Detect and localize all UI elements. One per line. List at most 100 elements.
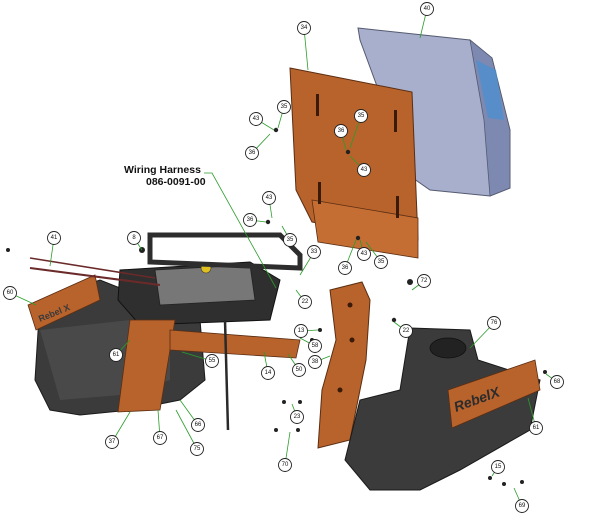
part-callout: 70 — [278, 458, 292, 472]
callout-circle — [190, 442, 204, 456]
callout-number: 50 — [296, 367, 303, 373]
wiring-harness-label: Wiring Harness 086-0091-00 — [124, 164, 206, 188]
part-callout: 36 — [338, 261, 352, 275]
callout-number: 41 — [51, 235, 58, 241]
callout-circle — [262, 191, 276, 205]
part-callout: 55 — [205, 354, 219, 368]
callout-circle — [399, 324, 413, 338]
callout-number: 35 — [358, 113, 365, 119]
callout-number: 68 — [554, 379, 561, 385]
callout-number: 72 — [421, 278, 428, 284]
wiring-harness-part-number: 086-0091-00 — [146, 176, 206, 188]
callout-number: 35 — [281, 104, 288, 110]
callout-number: 23 — [294, 414, 301, 420]
callout-circle — [243, 213, 257, 227]
wiring-harness-title: Wiring Harness — [124, 164, 201, 176]
callout-circle — [420, 2, 434, 16]
harness-leader-line — [204, 172, 277, 289]
part-callout: 43 — [357, 163, 371, 177]
callout-number: 36 — [247, 217, 254, 223]
callout-circle — [105, 435, 119, 449]
part-callout: 61 — [109, 348, 123, 362]
callout-number: 40 — [424, 6, 431, 12]
part-callout: 75 — [190, 442, 204, 456]
left-decal-panel-part — [27, 274, 101, 331]
callout-number: 14 — [265, 370, 272, 376]
part-callout: 35 — [283, 233, 297, 247]
part-callout: 67 — [153, 431, 167, 445]
part-callout: 66 — [191, 418, 205, 432]
callout-number: 36 — [338, 128, 345, 134]
support-arm-part — [117, 319, 301, 431]
callout-circle — [529, 421, 543, 435]
part-callout: 36 — [245, 146, 259, 160]
callout-circle — [491, 460, 505, 474]
callout-circle — [278, 458, 292, 472]
part-callout: 61 — [529, 421, 543, 435]
callout-number: 15 — [495, 464, 502, 470]
callout-number: 22 — [302, 299, 309, 305]
part-callout: 14 — [261, 366, 275, 380]
seat-back-panel-part — [289, 67, 419, 259]
callout-number: 33 — [311, 249, 318, 255]
callout-circle — [153, 431, 167, 445]
callout-number: 13 — [298, 328, 305, 334]
part-callout: 43 — [357, 247, 371, 261]
callout-number: 43 — [253, 116, 260, 122]
part-callout: 15 — [491, 460, 505, 474]
part-callout: 40 — [420, 2, 434, 16]
part-callout: 36 — [243, 213, 257, 227]
callout-circle — [3, 286, 17, 300]
callout-number: 43 — [361, 167, 368, 173]
part-callout: 22 — [399, 324, 413, 338]
hardware-fasteners — [6, 127, 547, 486]
part-callout: 72 — [417, 274, 431, 288]
callout-circle — [417, 274, 431, 288]
callout-circle — [307, 245, 321, 259]
callout-number: 55 — [209, 358, 216, 364]
part-callout: 35 — [354, 109, 368, 123]
callout-circle — [374, 255, 388, 269]
callout-circle — [550, 375, 564, 389]
callout-circle — [308, 339, 322, 353]
part-callout: 33 — [307, 245, 321, 259]
part-callout: 13 — [294, 324, 308, 338]
callout-number: 37 — [109, 439, 116, 445]
callout-circle — [249, 112, 263, 126]
callout-circle — [245, 146, 259, 160]
callout-number: 70 — [282, 462, 289, 468]
right-decal-panel-part — [447, 359, 541, 429]
callout-number: 35 — [378, 259, 385, 265]
right-frame-body-part — [344, 327, 541, 491]
callout-number: 75 — [194, 446, 201, 452]
callout-number: 61 — [113, 352, 120, 358]
callout-circle — [298, 295, 312, 309]
callout-circle — [308, 355, 322, 369]
part-callout: 22 — [298, 295, 312, 309]
callout-circle — [205, 354, 219, 368]
part-callouts: 4034354336353643433635364335841603372762… — [3, 2, 564, 513]
part-callout: 36 — [334, 124, 348, 138]
part-callout: 38 — [308, 355, 322, 369]
callout-circle — [109, 348, 123, 362]
callout-number: 22 — [403, 328, 410, 334]
callout-circle — [191, 418, 205, 432]
callout-number: 43 — [266, 195, 273, 201]
callout-circle — [338, 261, 352, 275]
part-callout: 8 — [127, 231, 141, 245]
callout-circle — [487, 316, 501, 330]
part-callout: 35 — [277, 100, 291, 114]
callout-number: 69 — [519, 503, 526, 509]
callout-number: 67 — [157, 435, 164, 441]
callout-circle — [357, 163, 371, 177]
part-callout: 50 — [292, 363, 306, 377]
part-callout: 43 — [262, 191, 276, 205]
callout-circle — [294, 324, 308, 338]
leader-line — [303, 27, 309, 71]
callout-number: 76 — [491, 320, 498, 326]
callout-number: 58 — [312, 343, 319, 349]
callout-number: 60 — [7, 290, 14, 296]
callout-number: 66 — [195, 422, 202, 428]
callout-circle — [290, 410, 304, 424]
callout-number: 8 — [132, 235, 136, 241]
